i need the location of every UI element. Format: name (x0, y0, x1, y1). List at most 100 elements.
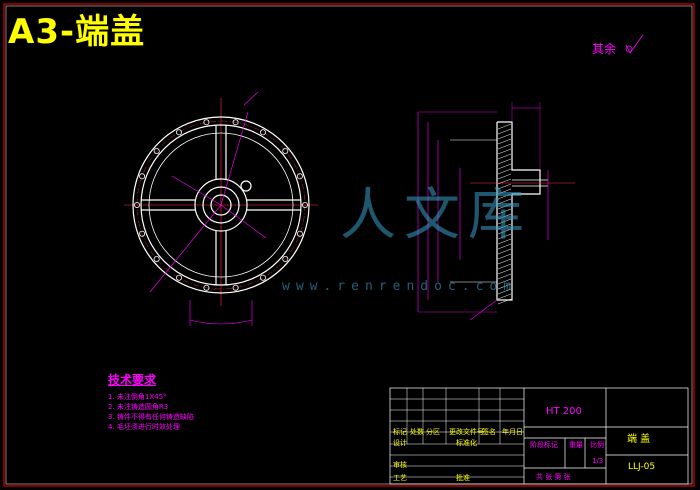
hatch-line (497, 213, 512, 220)
bolt-hole (259, 274, 266, 281)
hatch-line (497, 178, 512, 185)
watermark-text: 人文库 (340, 183, 532, 248)
section-dimensions (417, 102, 549, 321)
bolt-circle (136, 120, 306, 290)
leader-1 (220, 111, 249, 206)
hatch-line (497, 193, 512, 200)
tb-scale: 1/3 (592, 457, 604, 465)
tb-label-stage: 阶段标记 (530, 441, 558, 449)
bolt-hole (139, 173, 146, 180)
hub-bore-circle (210, 194, 232, 216)
roughness-symbol (625, 34, 644, 54)
tb-label-ratio: 比例 (590, 441, 604, 449)
hatch-line (497, 203, 512, 210)
roughness-note: 其余 (592, 42, 617, 56)
bolt-hole (232, 284, 239, 291)
tb-label-process: 工艺 (393, 474, 407, 482)
bolt-hole (153, 147, 160, 154)
hub-mid-circle (202, 186, 240, 224)
bolt-hole (296, 173, 303, 180)
leader-4 (220, 204, 267, 239)
roughness-check (625, 34, 644, 54)
hatch-line (497, 273, 512, 280)
watermark-url: www.renrendoc.com (282, 279, 518, 294)
drawing-heading: A3-端盖 (8, 12, 146, 52)
hatch-line (497, 258, 512, 265)
tb-drawing-no: LLJ-05 (628, 462, 656, 472)
hatch-line (497, 298, 512, 305)
hub-outer-circle (194, 178, 248, 232)
tb-label-zone: 分区 (426, 428, 440, 436)
outer-border (3, 3, 695, 487)
tb-label-design: 设计 (393, 439, 407, 447)
tb-label-count: 处数 (410, 428, 424, 436)
bolt-hole (232, 119, 239, 126)
title-block-left-grid (390, 388, 524, 478)
hatch-line (497, 248, 512, 255)
hatch-line (497, 263, 512, 270)
leader-2 (149, 204, 222, 293)
flange-outer-circle (132, 116, 310, 294)
front-view (124, 98, 318, 306)
bolt-hole (175, 129, 182, 136)
hatch-line (497, 233, 512, 240)
hatch-line (497, 228, 512, 235)
hatch-line (497, 143, 512, 150)
web-circle (148, 132, 294, 278)
bolt-hole (203, 119, 210, 126)
tech-req-note-2: 2. 未注铸造圆角R3 (108, 403, 169, 411)
tech-req-note-1: 1. 未注倒角1X45° (108, 393, 167, 401)
hatch-line (497, 283, 512, 290)
leader-top (243, 91, 259, 106)
dim-leader-bottom (469, 299, 498, 321)
small-boss (240, 180, 252, 192)
tb-label-signature: 签名 (482, 428, 496, 436)
bolt-hole (139, 230, 146, 237)
bolt-hole (282, 255, 289, 262)
bolt-hole (203, 284, 210, 291)
tb-part-name: 端 盖 (627, 434, 651, 445)
title-block-grid (389, 387, 689, 485)
bolt-hole (259, 129, 266, 136)
hatch-line (497, 158, 512, 165)
section-hatch (497, 123, 512, 305)
hatch-line (497, 268, 512, 275)
hatch-line (497, 223, 512, 230)
tech-req-note-3: 3. 铸件不得有任何铸造缺陷 (108, 413, 194, 421)
tb-label-review: 审核 (393, 461, 407, 469)
bolt-hole (153, 255, 160, 262)
hatch-line (497, 168, 512, 175)
hatch-line (497, 208, 512, 215)
tb-label-mark: 标记 (393, 428, 407, 436)
angle-arc (189, 319, 253, 325)
hatch-line (497, 183, 512, 190)
bolt-hole (301, 201, 308, 208)
title-block-frame (389, 387, 689, 485)
hatch-line (497, 253, 512, 260)
front-view-dimensions (149, 91, 267, 326)
roughness-circle (625, 45, 633, 53)
hatch-line (497, 153, 512, 160)
inner-border (5, 5, 693, 485)
section-view (450, 121, 575, 301)
hatch-line (497, 238, 512, 245)
bolt-hole (282, 147, 289, 154)
tech-req-title: 技术要求 (108, 373, 157, 387)
hatch-line (497, 218, 512, 225)
hatch-line (497, 198, 512, 205)
hatch-line (497, 133, 512, 140)
bolt-hole (175, 274, 182, 281)
hatch-line (497, 188, 512, 195)
technical-requirements: 技术要求 1. 未注倒角1X45° 2. 未注铸造圆角R3 3. 铸件不得有任何… (108, 374, 194, 432)
tb-label-docno: 更改文件号 (449, 428, 484, 436)
tb-label-date: 年月日 (502, 428, 523, 436)
hatch-line (497, 123, 512, 130)
bolt-holes (133, 119, 308, 291)
hatch-line (497, 138, 512, 145)
tb-label-weight: 重量 (569, 441, 583, 449)
hatch-line (497, 278, 512, 285)
hatch-line (497, 163, 512, 170)
bolt-hole (296, 230, 303, 237)
tb-label-approve: 批准 (456, 474, 470, 482)
